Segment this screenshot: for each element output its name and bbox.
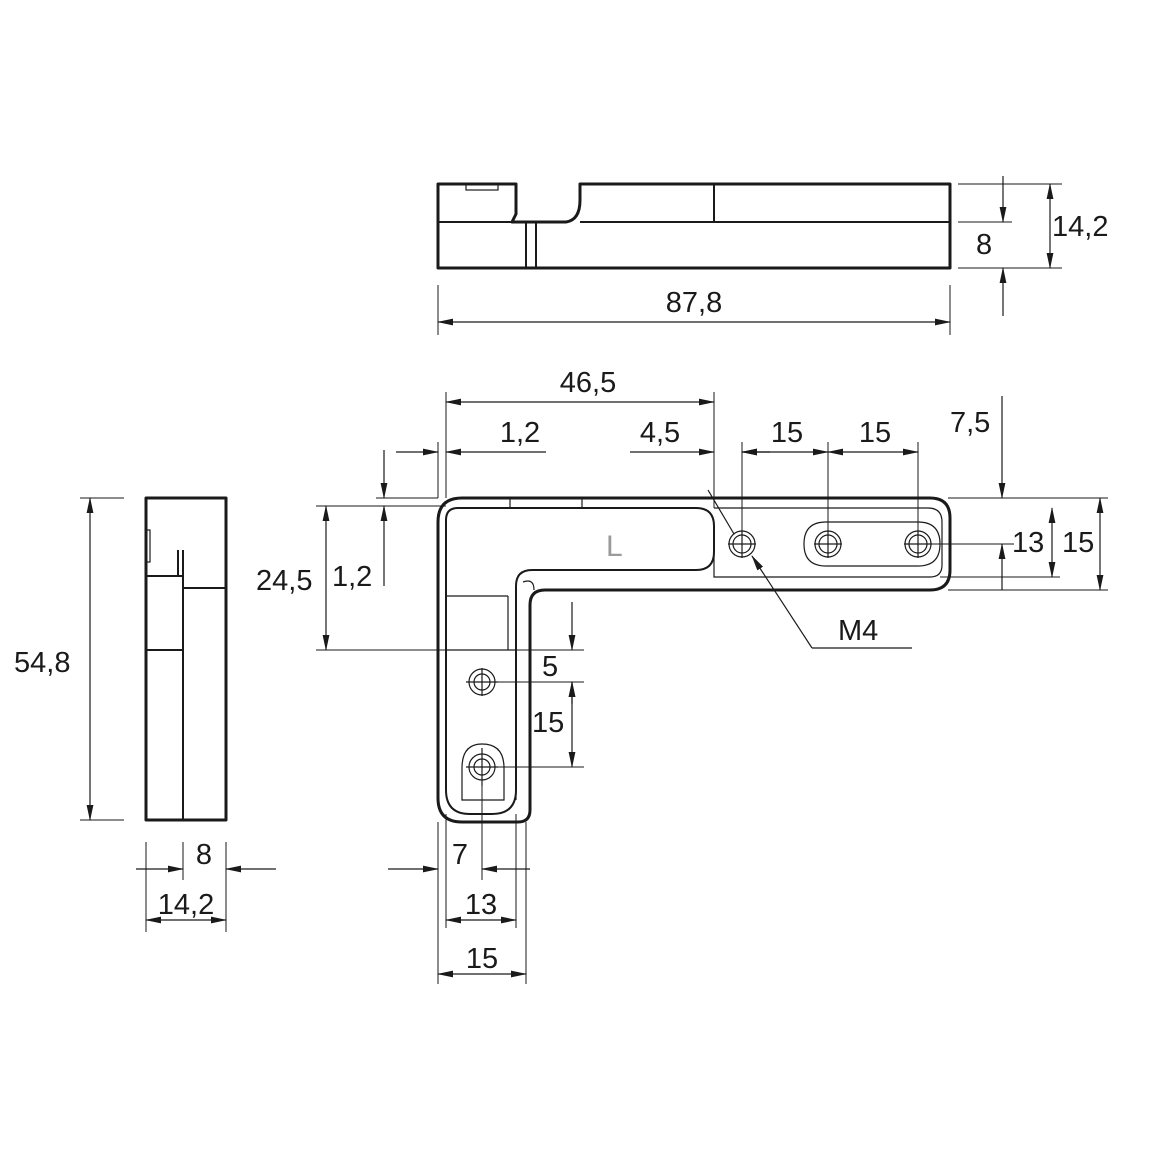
dim-pitch-1-label: 15 [771,417,803,449]
dim-leg-inner-label: 13 [465,889,497,921]
arm-recess [713,507,943,578]
top-view-outline [436,182,952,270]
hole-3 [904,530,932,558]
horizontal-slot [803,521,941,567]
vertical-slot [461,743,505,801]
dim-arm-inner-label: 13 [1012,527,1044,559]
dim-edge-hole-y-label: 7,5 [950,407,990,439]
dim-arm-length-label: 46,5 [560,367,616,399]
bracket-outline [436,496,952,824]
side-view: 54,8 8 14,2 [14,496,276,932]
top-view-tab [465,183,499,191]
bracket-inner-wall [445,507,715,815]
dim-height-total-label: 14,2 [1052,211,1108,243]
dim-inner-offset-label: 24,5 [256,565,312,597]
dim-hole-offset-x-label: 4,5 [640,417,680,449]
dim-side-inner-label: 8 [196,839,212,871]
part-mark-label: L [606,530,623,563]
thread-leader [751,555,813,649]
dim-hole-offset-y-label: 5 [542,651,558,683]
top-view: 87,8 14,2 8 [436,176,1108,335]
hole-1 [728,530,756,558]
hole-2 [814,530,842,558]
front-view: L 46,5 [256,367,1108,984]
dim-bottom-hole-label: 7 [452,839,468,871]
dim-side-height-label: 54,8 [14,647,70,679]
thread-label: M4 [838,615,878,647]
dim-pitch-2-label: 15 [859,417,891,449]
dim-side-total-label: 14,2 [158,889,214,921]
hole-4 [466,668,498,696]
dim-pitch-v-label: 15 [532,707,564,739]
dim-wall-h-label: 1,2 [500,417,540,449]
dim-length-label: 87,8 [666,287,722,319]
dim-wall-v-label: 1,2 [332,561,372,593]
hole-5 [466,748,498,786]
side-view-outline [144,496,228,822]
dim-leg-outer-label: 15 [466,943,498,975]
dim-arm-outer-label: 15 [1062,527,1094,559]
dim-height-body-label: 8 [976,229,992,261]
